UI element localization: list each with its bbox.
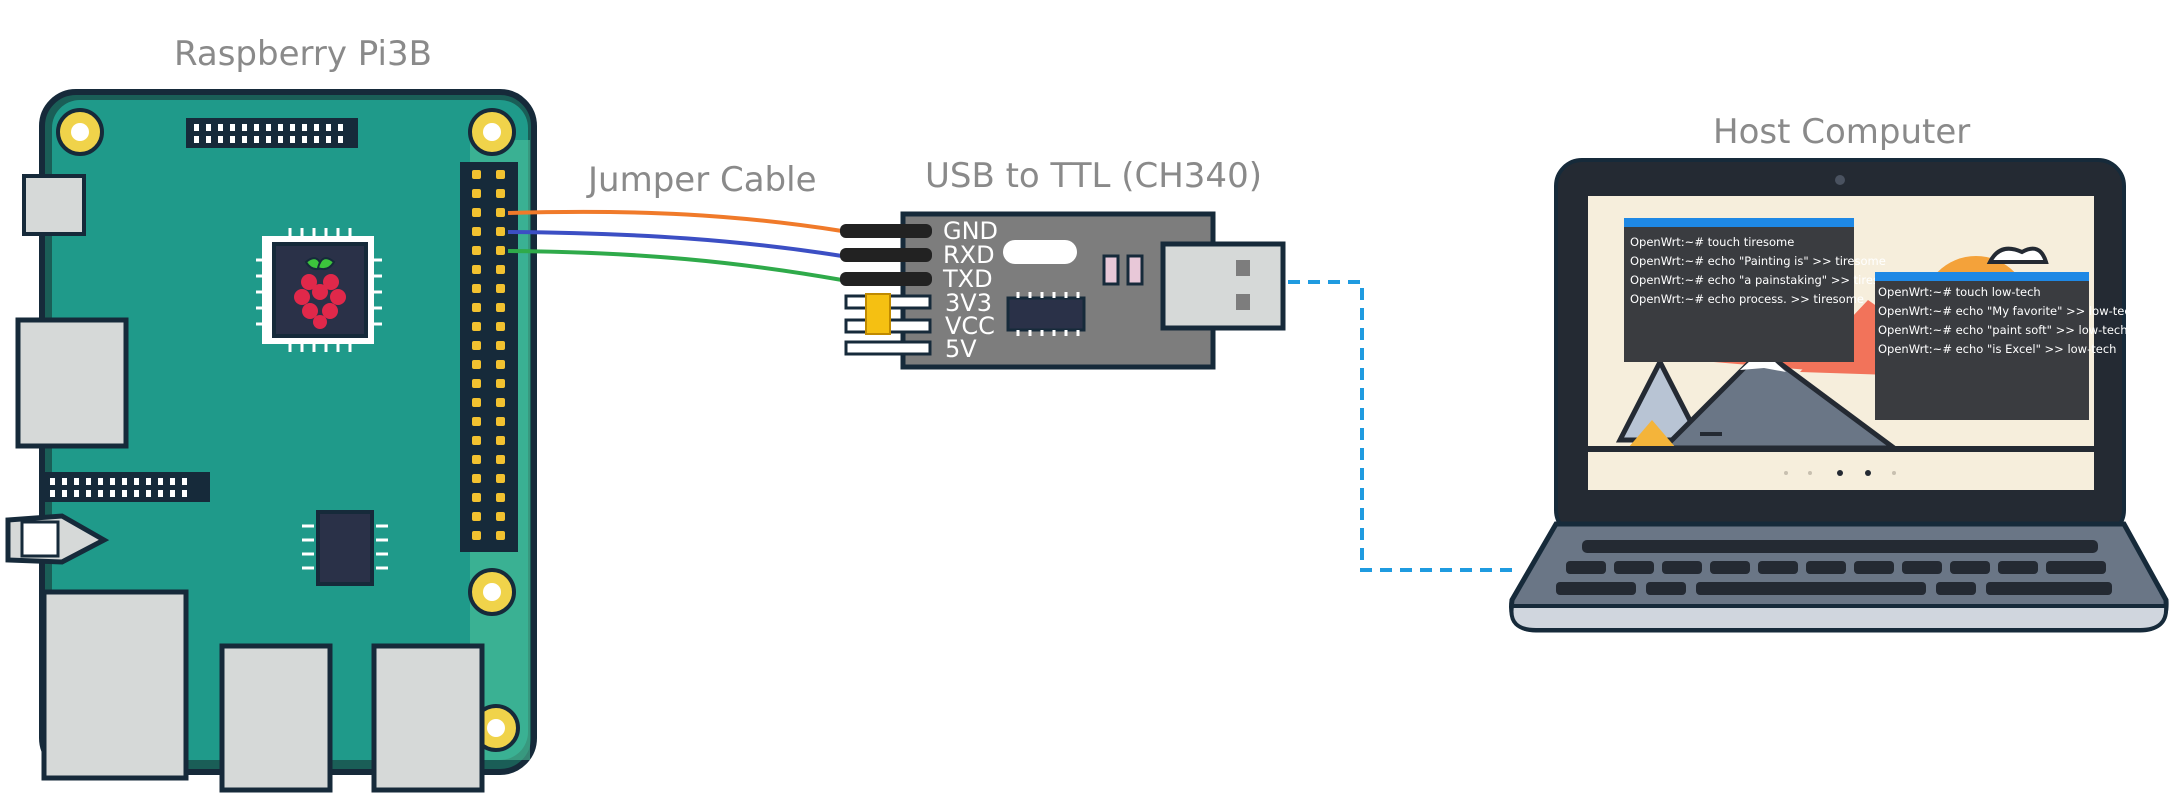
header-pins: [840, 224, 932, 356]
gpio-pins: [472, 170, 505, 540]
terminal-title-bar: [1624, 218, 1854, 227]
gpio-pin: [472, 208, 481, 217]
gpio-pin: [496, 512, 505, 521]
camera-connector: [42, 472, 210, 502]
gpio-pin: [496, 227, 505, 236]
gpio-pin: [496, 398, 505, 407]
raspberry-pi-label: Raspberry Pi3B: [174, 34, 432, 74]
terminal-line: OpenWrt:~# echo "paint soft" >> low-tech: [1878, 323, 2128, 337]
jumper-cap: [865, 293, 891, 335]
wire-txd: [507, 249, 843, 282]
gpio-pin: [472, 189, 481, 198]
pin-label-txd: TXD: [942, 265, 993, 293]
terminal-line: OpenWrt:~# echo process. >> tiresome: [1630, 292, 1864, 306]
power-connector: [22, 174, 86, 236]
crystal-oscillator: [1003, 240, 1077, 264]
host-computer-label: Host Computer: [1713, 112, 1971, 152]
soc-chip: [256, 228, 382, 352]
keyboard: [1556, 540, 2112, 595]
gpio-pin: [472, 531, 481, 540]
raspberry-logo: [294, 257, 346, 329]
led-2: [1126, 254, 1144, 286]
gpio-pin: [472, 284, 481, 293]
gpio-pin: [472, 436, 481, 445]
gpio-pin: [472, 417, 481, 426]
usb-controller-chip: [302, 510, 388, 586]
ch340-chip: [1006, 296, 1086, 332]
gpio-pin: [496, 189, 505, 198]
display-connector: [186, 118, 358, 148]
gpio-pin: [496, 341, 505, 350]
gpio-pin: [496, 493, 505, 502]
gpio-pin: [472, 512, 481, 521]
terminal-line: OpenWrt:~# echo "a painstaking" >> tires…: [1630, 273, 1904, 287]
wire-rxd: [507, 230, 843, 258]
gpio-pin: [472, 303, 481, 312]
gpio-pin: [496, 531, 505, 540]
terminal-line: OpenWrt:~# touch low-tech: [1878, 285, 2041, 299]
pin-label-rxd: RXD: [943, 241, 995, 269]
wire-gnd: [507, 209, 843, 233]
gpio-pin: [496, 208, 505, 217]
gpio-pin: [496, 360, 505, 369]
gpio-pin: [496, 417, 505, 426]
gpio-header: [460, 162, 518, 552]
usb-ttl-module: GND RXD TXD 3V3 VCC 5V: [840, 211, 1286, 370]
gpio-pin: [472, 265, 481, 274]
usb-link: [1288, 280, 1520, 572]
jumper-wires: [507, 209, 843, 282]
gpio-pin: [472, 379, 481, 388]
host-laptop: OpenWrt:~# touch tiresome OpenWrt:~# ech…: [1509, 158, 2169, 633]
hdmi-port: [15, 317, 129, 449]
gpio-pin: [496, 170, 505, 179]
ethernet-port: [41, 589, 189, 781]
gpio-pin: [472, 474, 481, 483]
usb-ttl-label: USB to TTL (CH340): [925, 156, 1262, 196]
usb-port-2: [371, 643, 485, 793]
pin-label-gnd: GND: [943, 217, 998, 245]
terminal-line: OpenWrt:~# echo "Painting is" >> tiresom…: [1630, 254, 1886, 268]
mounting-holes: [56, 108, 520, 752]
gpio-pin: [472, 322, 481, 331]
terminal-window-left: OpenWrt:~# touch tiresome OpenWrt:~# ech…: [1624, 218, 1904, 362]
gpio-pin: [496, 379, 505, 388]
pin-label-vcc: VCC: [945, 312, 995, 340]
raspberry-pi-board: [5, 89, 537, 793]
gpio-pin: [496, 474, 505, 483]
gpio-pin: [496, 322, 505, 331]
terminal-title-bar: [1875, 272, 2089, 281]
gpio-pin: [472, 170, 481, 179]
screen-page-dots: [1784, 470, 1896, 476]
gpio-pin: [496, 284, 505, 293]
gpio-pin: [472, 398, 481, 407]
terminal-line: OpenWrt:~# touch tiresome: [1630, 235, 1794, 249]
terminal-line: OpenWrt:~# echo "My favorite" >> low-tec…: [1878, 304, 2138, 318]
gpio-pin: [496, 246, 505, 255]
gpio-pin: [496, 265, 505, 274]
led-1: [1102, 254, 1120, 286]
gpio-pin: [496, 455, 505, 464]
pin-label-3v3: 3V3: [945, 289, 992, 317]
gpio-pin: [472, 246, 481, 255]
gpio-pin: [472, 455, 481, 464]
gpio-pin: [472, 493, 481, 502]
webcam: [1835, 175, 1845, 185]
gpio-pin: [472, 341, 481, 350]
gpio-pin: [472, 227, 481, 236]
usb-a-plug: [1160, 241, 1286, 331]
jumper-cable-label: Jumper Cable: [588, 160, 817, 200]
terminal-window-right: OpenWrt:~# touch low-tech OpenWrt:~# ech…: [1875, 272, 2138, 420]
terminal-line: OpenWrt:~# echo "is Excel" >> low-tech: [1878, 342, 2116, 356]
gpio-pin: [496, 436, 505, 445]
usb-port-1: [219, 643, 333, 793]
pin-label-5v: 5V: [945, 335, 977, 363]
gpio-pin: [496, 303, 505, 312]
gpio-pin: [472, 360, 481, 369]
